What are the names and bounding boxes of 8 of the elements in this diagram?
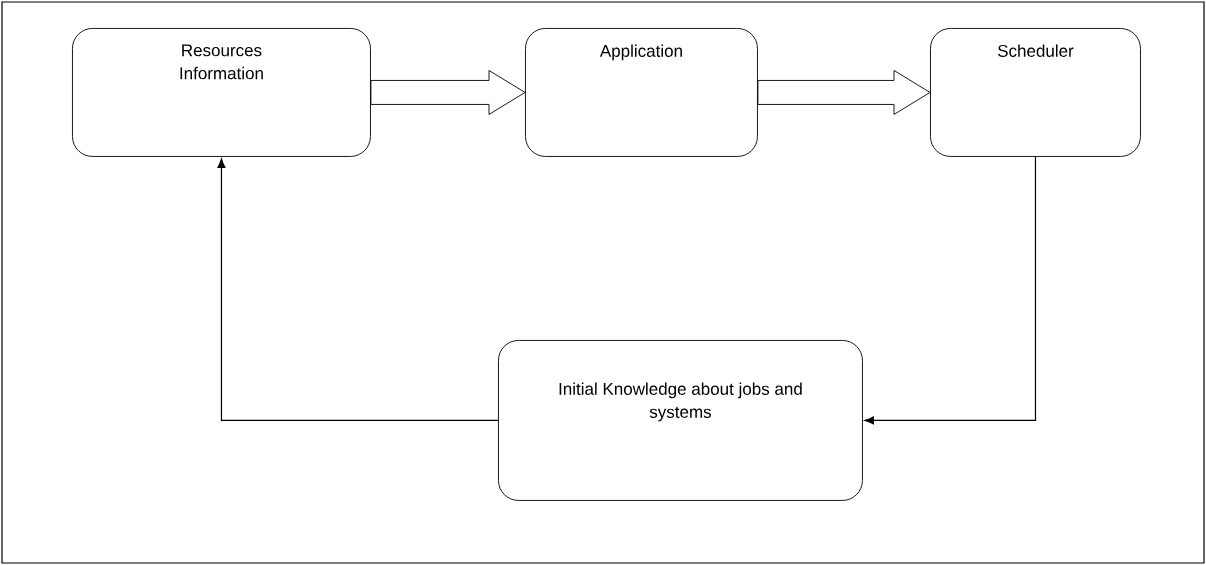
process-box: Initial Knowledge about jobs and systems [498,340,863,501]
block-arrow [370,70,526,115]
arrow [217,158,499,422]
process-box: Scheduler [930,28,1141,157]
process-box: Resources Information [72,28,371,157]
process-box: Application [525,28,758,157]
arrow [864,156,1037,425]
block-arrow [757,70,931,115]
